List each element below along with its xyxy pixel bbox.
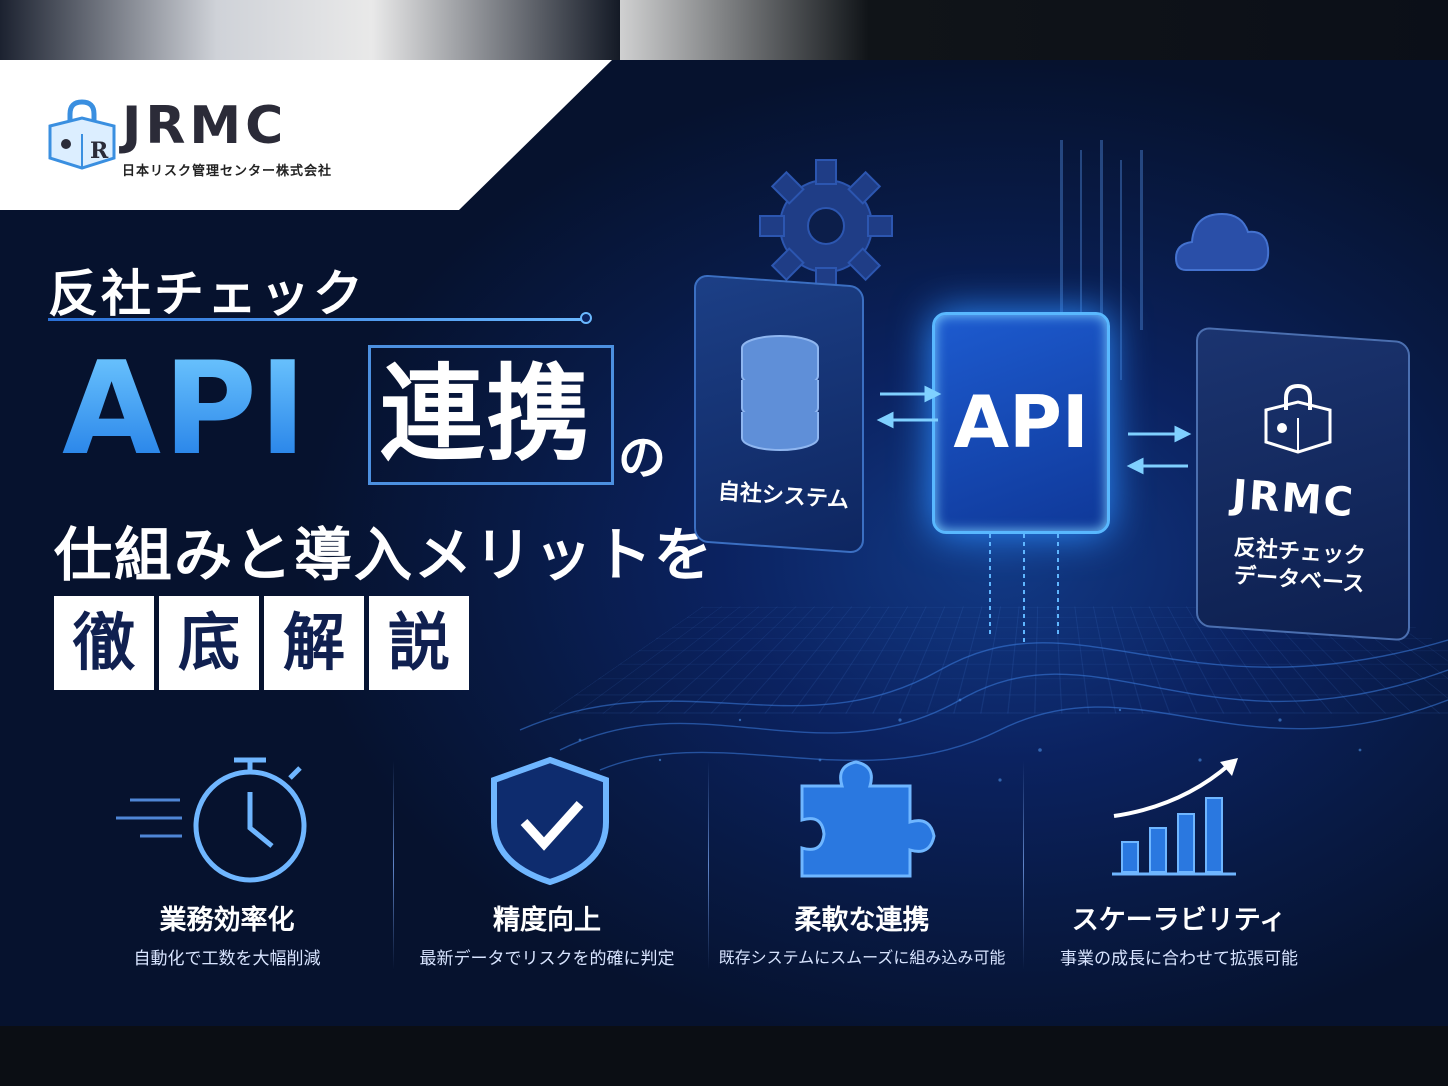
feature-title: 精度向上 bbox=[493, 905, 601, 936]
svg-text:R: R bbox=[90, 138, 109, 164]
headline-particle: の bbox=[618, 430, 667, 486]
growth-chart-icon bbox=[1112, 758, 1238, 876]
headline-renkei: 連携 bbox=[380, 353, 593, 475]
feature-desc: 既存システムにスムーズに組み込み可能 bbox=[718, 948, 1006, 967]
top-band-blur bbox=[0, 0, 620, 60]
bottom-band bbox=[0, 1026, 1448, 1086]
renkei-frame bbox=[368, 345, 614, 485]
stopwatch-icon bbox=[116, 757, 307, 883]
headline-line3: 仕組みと導入メリットを bbox=[54, 521, 715, 589]
headline-api: API bbox=[62, 335, 309, 484]
feature-title: 柔軟な連携 bbox=[794, 905, 930, 936]
api-panel bbox=[932, 312, 1110, 534]
headline-underline-dot bbox=[580, 312, 592, 324]
tettei-char: 解 bbox=[264, 596, 364, 690]
cloud-icon bbox=[1174, 212, 1270, 271]
feature-desc: 事業の成長に合わせて拡張可能 bbox=[1060, 949, 1298, 969]
logo-lock-icon: R bbox=[48, 99, 116, 170]
tettei-char: 底 bbox=[159, 596, 259, 690]
exchange-arrows bbox=[876, 385, 1192, 475]
feature-divider bbox=[393, 760, 394, 970]
feature-title: 業務効率化 bbox=[159, 905, 295, 936]
feature-desc: 自動化で工数を大幅削減 bbox=[133, 949, 321, 969]
tettei-char: 徹 bbox=[54, 596, 154, 690]
puzzle-icon bbox=[800, 760, 936, 878]
jrmc-db-logo: JRMC bbox=[1230, 471, 1357, 527]
feature-divider bbox=[708, 760, 709, 970]
gear-icon bbox=[759, 159, 893, 293]
logo-wordmark: JRMC bbox=[122, 96, 288, 156]
background-decor bbox=[519, 140, 1448, 782]
headline-underline bbox=[48, 318, 588, 321]
company-name: 日本リスク管理センター株式会社 bbox=[122, 164, 333, 179]
feature-title: スケーラビリティ bbox=[1071, 905, 1287, 936]
api-label: API bbox=[953, 380, 1089, 464]
headline-line1: 反社チェック bbox=[48, 265, 366, 323]
tettei-char: 説 bbox=[369, 596, 469, 690]
jrmc-lock-icon bbox=[1264, 383, 1332, 454]
database-icon bbox=[741, 335, 819, 451]
api-downlinks bbox=[989, 534, 1059, 644]
shield-check-icon bbox=[491, 756, 609, 886]
feature-divider bbox=[1023, 760, 1024, 970]
feature-desc: 最新データでリスクを的確に判定 bbox=[419, 949, 675, 969]
